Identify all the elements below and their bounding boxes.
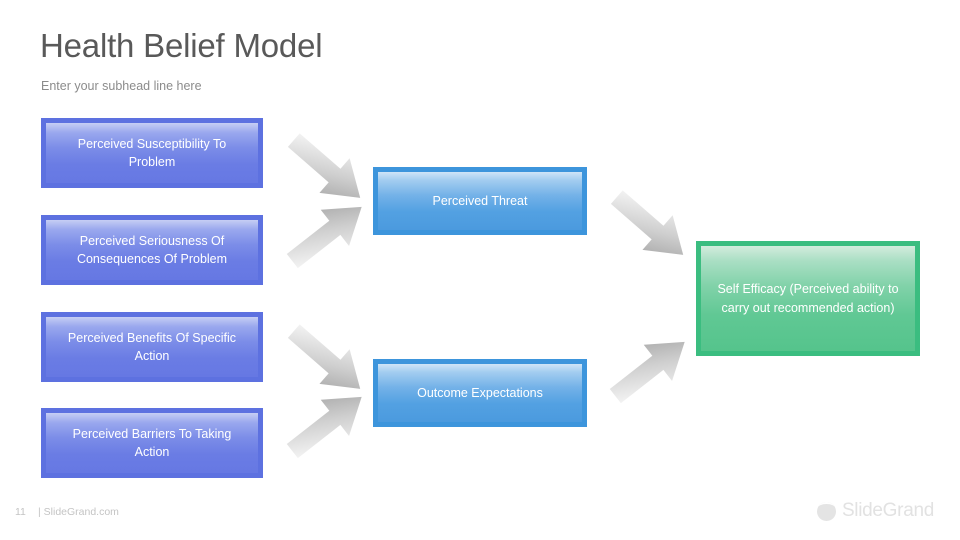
slidegrand-wordmark: SlideGrand: [841, 500, 934, 521]
node-outcome-expectations[interactable]: Outcome Expectations: [373, 359, 587, 427]
node-self-efficacy[interactable]: Self Efficacy (Perceived ability to carr…: [696, 241, 920, 356]
node-label: Perceived Threat: [432, 193, 528, 208]
node-fill: Perceived Susceptibility To Problem: [46, 123, 258, 183]
node-label: Perceived Benefits Of Specific Action: [67, 330, 237, 363]
node-perceived-threat[interactable]: Perceived Threat: [373, 167, 587, 235]
node-perceived-susceptibility[interactable]: Perceived Susceptibility To Problem: [41, 118, 263, 188]
node-perceived-barriers[interactable]: Perceived Barriers To Taking Action: [41, 408, 263, 478]
arrow-seriousness-to-threat: [279, 198, 375, 270]
node-fill: Outcome Expectations: [378, 364, 582, 422]
node-label: Perceived Seriousness Of Consequences Of…: [76, 233, 228, 266]
arrow-threat-to-efficacy: [602, 190, 698, 262]
arrow-benefits-to-outcome: [279, 324, 375, 396]
footer-site-label: | SlideGrand.com: [38, 506, 119, 518]
arrow-barriers-to-outcome: [279, 388, 375, 460]
page-title: Health Belief Model: [40, 27, 323, 64]
node-perceived-seriousness[interactable]: Perceived Seriousness Of Consequences Of…: [41, 215, 263, 285]
node-fill: Perceived Benefits Of Specific Action: [46, 317, 258, 377]
node-fill: Perceived Barriers To Taking Action: [46, 413, 258, 473]
slidegrand-logo: SlideGrand: [816, 500, 934, 522]
node-perceived-benefits[interactable]: Perceived Benefits Of Specific Action: [41, 312, 263, 382]
node-label: Perceived Susceptibility To Problem: [77, 136, 227, 169]
node-fill: Perceived Threat: [378, 172, 582, 230]
arrow-outcome-to-efficacy: [602, 333, 698, 405]
footer-page-number: 11: [15, 506, 26, 518]
slidegrand-mark-icon: [816, 501, 836, 521]
node-fill: Self Efficacy (Perceived ability to carr…: [701, 246, 915, 351]
page-subhead: Enter your subhead line here: [41, 79, 202, 93]
node-label: Outcome Expectations: [417, 385, 543, 400]
arrow-susceptibility-to-threat: [279, 133, 375, 205]
node-label: Perceived Barriers To Taking Action: [72, 426, 232, 459]
node-label: Self Efficacy (Perceived ability to carr…: [717, 282, 899, 315]
node-fill: Perceived Seriousness Of Consequences Of…: [46, 220, 258, 280]
